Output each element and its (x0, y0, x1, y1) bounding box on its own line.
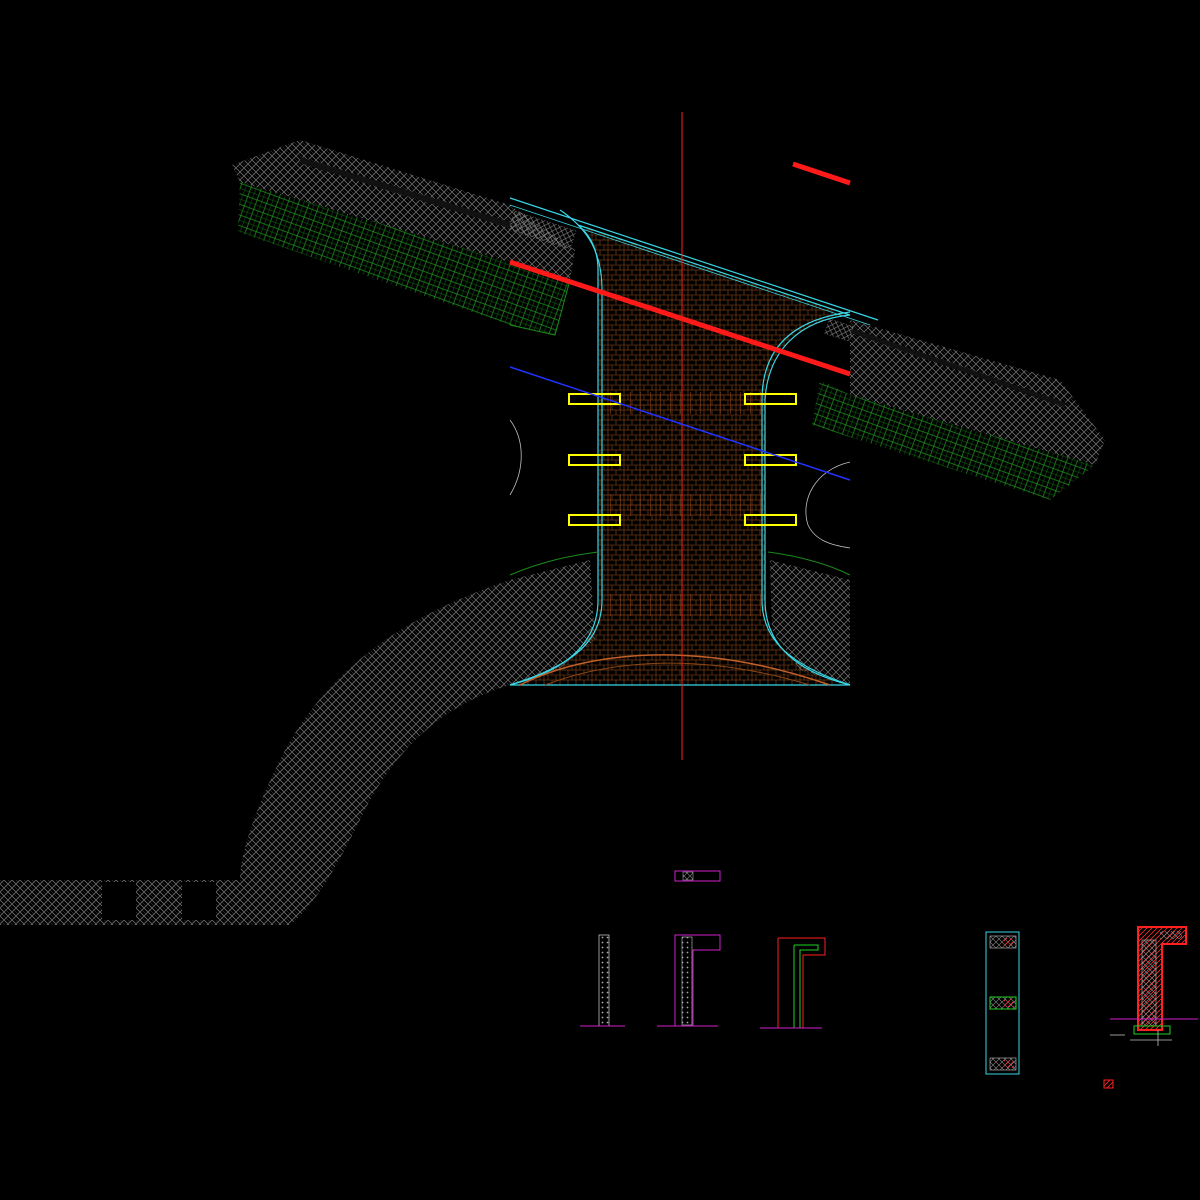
left-arc (509, 419, 522, 496)
panel-elevation[interactable] (985, 931, 1020, 1075)
detail-drawings (580, 870, 1198, 1089)
bench-right-1[interactable] (744, 393, 797, 405)
upper-left-grey-band (232, 140, 575, 280)
paving-arc-inner (544, 662, 811, 686)
right-arc (805, 461, 851, 549)
walkway-gap-1 (102, 882, 136, 920)
paving-arc (519, 654, 831, 686)
upper-left-green-band (238, 182, 570, 335)
upper-left-grey-block (508, 210, 577, 250)
curved-walkway-hatch (0, 580, 510, 925)
upper-left-dark-line (299, 157, 511, 228)
legend-swatch[interactable] (1103, 1079, 1114, 1089)
lower-left-green-edge (509, 551, 599, 576)
walkway-gap-2 (182, 882, 216, 920)
left-edge-curve (509, 209, 603, 686)
right-green-band (812, 380, 1095, 500)
right-grey-block (824, 318, 854, 342)
post-elevation[interactable] (580, 934, 625, 1027)
post-section[interactable] (657, 934, 721, 1027)
section-cut-line[interactable] (509, 259, 851, 377)
site-plan (0, 112, 1105, 925)
section-blue-line[interactable] (509, 366, 851, 481)
bench-right-2[interactable] (744, 454, 797, 466)
detail-tag[interactable] (674, 870, 721, 882)
right-grey-band (850, 320, 1105, 465)
coping-section[interactable] (1110, 926, 1198, 1046)
bench-right-3[interactable] (744, 514, 797, 526)
wall-section[interactable] (760, 937, 826, 1029)
upper-left-edge (509, 279, 571, 336)
lower-right-green-edge (767, 551, 851, 576)
right-dark-line (849, 327, 1066, 408)
central-paving (509, 224, 851, 686)
section-cut-marker[interactable] (792, 161, 851, 186)
top-edge-line-inner (509, 204, 871, 326)
bench-left-1[interactable] (568, 393, 621, 405)
lower-right-corner-hatch (770, 560, 850, 685)
bench-left-3[interactable] (568, 514, 621, 526)
right-edge-curve (761, 311, 851, 686)
bench-left-2[interactable] (568, 454, 621, 466)
